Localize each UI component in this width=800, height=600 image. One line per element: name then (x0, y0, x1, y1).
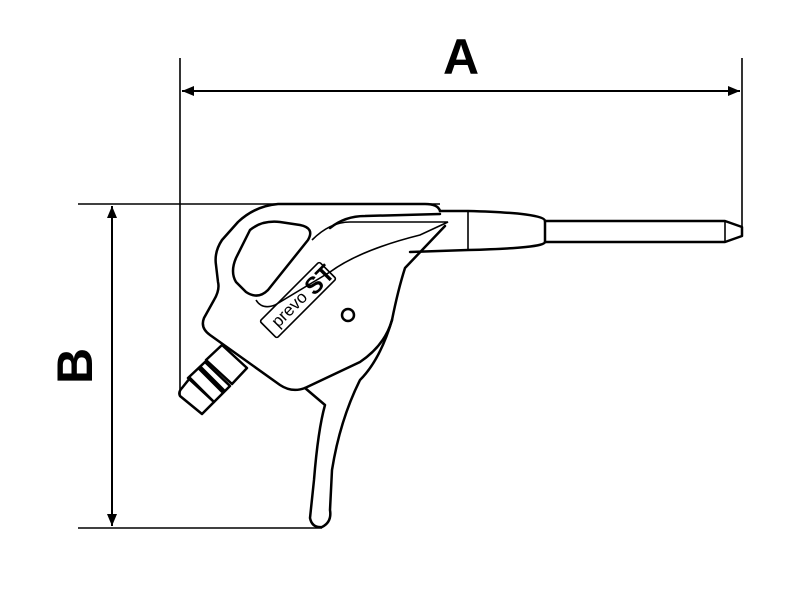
barrel (408, 209, 547, 254)
brand-logo: prevo ST (259, 260, 340, 339)
svg-text:ST: ST (299, 260, 340, 301)
dimension-b: B (47, 206, 117, 526)
dimension-a: A (182, 29, 740, 96)
blow-gun: prevo ST (178, 202, 744, 529)
screw-hole (340, 307, 356, 323)
dimension-b-label: B (47, 348, 103, 384)
dimension-a-label: A (443, 29, 479, 85)
grip-window (231, 220, 312, 297)
extension-lines (78, 58, 743, 529)
trigger (303, 318, 394, 529)
nozzle (543, 219, 744, 244)
air-connector (178, 343, 249, 416)
